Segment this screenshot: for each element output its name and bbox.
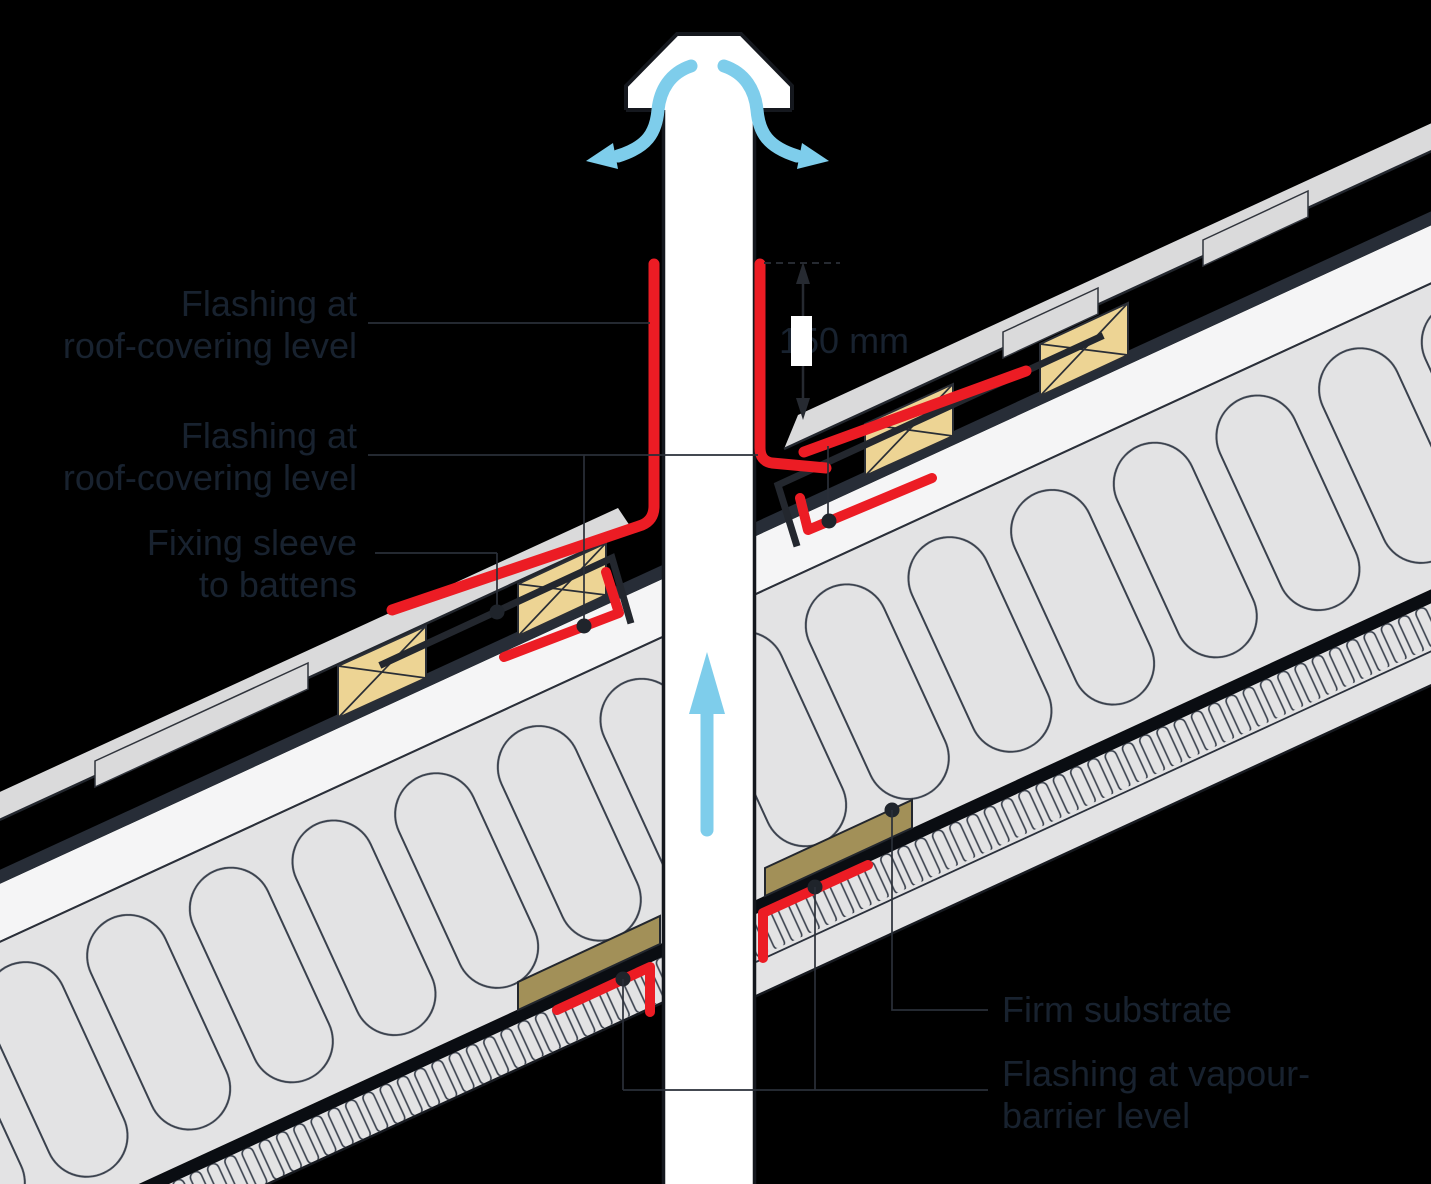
flashings bbox=[386, 258, 1032, 1017]
leader-lines bbox=[368, 322, 988, 1091]
labels: Flashing at roof-covering level Flashing… bbox=[63, 283, 1310, 1136]
airflow-out-right-arrow-icon bbox=[717, 59, 804, 163]
vent-cap-outline bbox=[624, 32, 794, 110]
covering-panel-right bbox=[784, 123, 1431, 449]
label-firm-substrate: Firm substrate bbox=[1002, 989, 1232, 1030]
label-flashing-roof-2-line1: Flashing at bbox=[181, 415, 357, 456]
flashing-collar-left bbox=[386, 258, 660, 616]
airflow-out-left-arrow-icon bbox=[611, 59, 698, 163]
covering-overlap-piece-2 bbox=[1002, 286, 1099, 360]
flashing-apron-right bbox=[798, 365, 1032, 458]
flashing-collar-right bbox=[754, 258, 832, 474]
flashing-sleeve-left bbox=[499, 567, 624, 662]
airflow-out-left-arrowhead bbox=[586, 143, 618, 169]
flashing-sleeve-right bbox=[795, 473, 937, 535]
fixing-sleeve-left bbox=[378, 553, 635, 669]
leader-dot bbox=[576, 618, 592, 634]
leader-dot bbox=[489, 604, 505, 620]
assembly-bottom-edge-left bbox=[264, 1000, 665, 1184]
airflow-arrows bbox=[586, 59, 829, 837]
leader-dot bbox=[821, 513, 837, 529]
dimension-150mm: 150 mm bbox=[764, 262, 909, 420]
label-fixing-sleeve-line2: to battens bbox=[199, 564, 357, 605]
firm-substrate-right bbox=[764, 798, 913, 898]
label-flashing-roof-1-line1: Flashing at bbox=[181, 283, 357, 324]
label-fixing-sleeve-line1: Fixing sleeve bbox=[147, 522, 357, 563]
covering-overlap-piece-3 bbox=[1202, 189, 1309, 268]
label-flashing-roof-1-line2: roof-covering level bbox=[63, 325, 357, 366]
vent-pipe bbox=[624, 32, 794, 1184]
covering-overlap-piece-1 bbox=[94, 661, 309, 789]
firm-substrate-left bbox=[517, 914, 661, 1012]
covering-panel-right-underside bbox=[783, 149, 1431, 451]
flashing-vapour-left bbox=[552, 962, 655, 1017]
leader-firm-substrate bbox=[891, 810, 988, 1011]
flashing-vapour-right bbox=[758, 860, 873, 963]
ceiling-line bbox=[755, 650, 1431, 963]
label-flashing-vapour-line1: Flashing at vapour- bbox=[1002, 1053, 1310, 1094]
label-flashing-vapour-line2: barrier level bbox=[1002, 1095, 1190, 1136]
airflow-out-right-arrowhead bbox=[797, 143, 829, 169]
dimension-label-highlight bbox=[791, 316, 812, 366]
vapour-barrier-membrane bbox=[138, 589, 1431, 1184]
airflow-up-arrowhead bbox=[689, 652, 725, 714]
assembly-bottom-edge-right bbox=[751, 683, 1431, 1000]
label-flashing-roof-2-line2: roof-covering level bbox=[63, 457, 357, 498]
